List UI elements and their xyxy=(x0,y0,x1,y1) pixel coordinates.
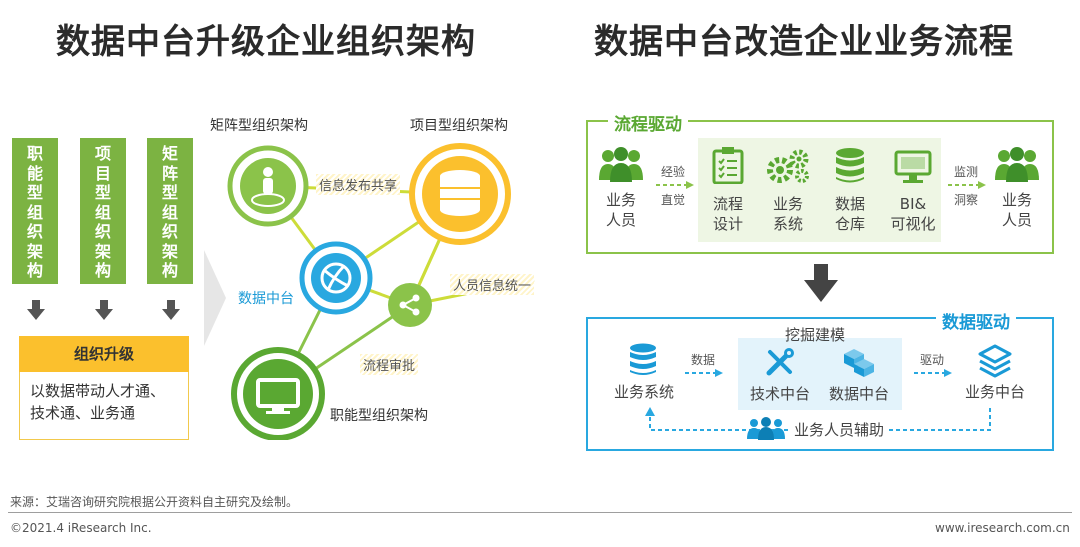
network-diagram xyxy=(227,143,535,440)
process-highlight xyxy=(698,138,941,242)
right-title: 数据中台改造企业业务流程 xyxy=(594,22,1014,62)
chevron-right-icon xyxy=(204,250,226,346)
bar-project: 项目型组织架构 xyxy=(80,138,126,284)
database-icon xyxy=(836,148,864,183)
left-title: 数据中台升级企业组织架构 xyxy=(56,22,476,62)
people-icon xyxy=(747,417,785,440)
people-icon xyxy=(995,147,1039,182)
step-bi-visualization: BI&可视化 xyxy=(890,195,936,233)
matrix-label: 矩阵型组织架构 xyxy=(210,118,308,134)
people-icon xyxy=(599,147,643,182)
functional-label: 职能型组织架构 xyxy=(330,408,428,424)
layers-icon xyxy=(978,344,1012,378)
upgrade-title: 组织升级 xyxy=(19,336,189,372)
monitor-icon xyxy=(231,347,325,440)
process-frame xyxy=(586,120,1054,254)
data-frame xyxy=(586,317,1054,451)
dashed-arrow-icon xyxy=(685,369,723,377)
down-arrow-icon xyxy=(804,264,838,302)
tools-icon xyxy=(766,348,794,376)
tech-mid-label: 技术中台 xyxy=(749,385,810,403)
website: www.iresearch.com.cn xyxy=(935,521,1070,535)
data-center-label: 数据中台 xyxy=(238,291,294,307)
down-arrow-icon xyxy=(95,300,113,320)
gears-icon xyxy=(767,149,809,183)
footer-divider xyxy=(8,512,1072,513)
share-icon xyxy=(388,283,432,327)
upgrade-description: 以数据带动人才通、 技术通、业务通 xyxy=(19,372,189,440)
network-globe-icon xyxy=(299,241,373,315)
database-icon xyxy=(409,143,511,245)
person-icon xyxy=(227,145,309,227)
data-frame-title: 数据驱动 xyxy=(936,308,1016,333)
assist-label: 业务人员辅助 xyxy=(790,420,889,440)
down-arrow-icon xyxy=(27,300,45,320)
database-icon xyxy=(630,343,656,375)
dashed-arrow-icon xyxy=(948,181,986,189)
step-process-design: 流程设计 xyxy=(712,195,743,233)
bar-functional: 职能型组织架构 xyxy=(12,138,58,284)
edge-flow-approval: 流程审批 xyxy=(360,354,419,375)
copyright: ©2021.4 iResearch Inc. xyxy=(10,521,152,535)
project-label: 项目型组织架构 xyxy=(410,118,508,134)
edge-info-share: 信息发布共享 xyxy=(316,174,401,195)
process-frame-title: 流程驱动 xyxy=(608,110,688,135)
monitor-icon xyxy=(894,150,932,183)
arrow1-label: 经验 xyxy=(660,165,685,179)
drive-arrow-label: 驱动 xyxy=(919,353,944,367)
step-business-system: 业务系统 xyxy=(772,195,803,233)
data-mid-label: 数据中台 xyxy=(828,385,889,403)
mining-highlight xyxy=(738,338,902,410)
step-data-warehouse: 数据仓库 xyxy=(834,195,865,233)
edge-people-unify: 人员信息统一 xyxy=(450,274,535,295)
bar-matrix: 矩阵型组织架构 xyxy=(147,138,193,284)
dashed-arrow-icon xyxy=(914,369,952,377)
arrow2-label-2: 洞察 xyxy=(953,193,978,207)
data-arrow-label: 数据 xyxy=(690,353,715,367)
dashed-arrow-icon xyxy=(656,181,694,189)
biz-system-label: 业务系统 xyxy=(613,383,674,401)
end-people-label: 业务人员 xyxy=(1001,191,1032,229)
arrow2-label: 监测 xyxy=(953,165,978,179)
arrow1-label-2: 直觉 xyxy=(660,193,685,207)
clipboard-icon xyxy=(712,147,744,184)
start-people-label: 业务人员 xyxy=(605,191,636,229)
mining-label: 挖掘建模 xyxy=(784,326,845,344)
data-blocks-icon xyxy=(844,349,874,377)
source-note: 来源：艾瑞咨询研究院根据公开资料自主研究及绘制。 xyxy=(10,495,299,509)
biz-mid-label: 业务中台 xyxy=(964,383,1025,401)
down-arrow-icon xyxy=(162,300,180,320)
